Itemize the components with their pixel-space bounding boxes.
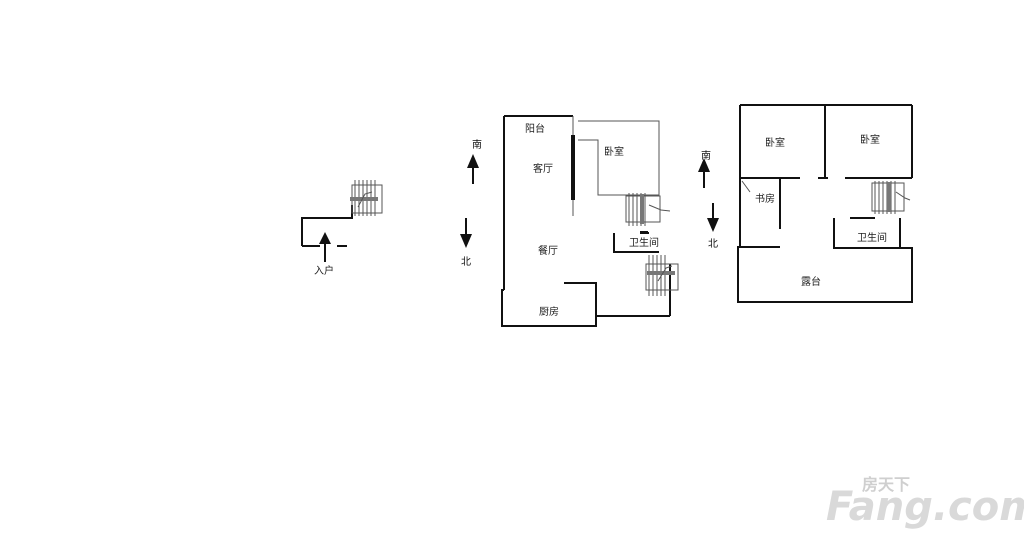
room-label-balcony: 阳台 bbox=[525, 122, 545, 135]
watermark-logo: 房天下 Fang.com bbox=[826, 475, 1024, 530]
floor1-plan: 阳台 客厅 卧室 餐厅 卫生间 厨房 bbox=[501, 115, 679, 327]
watermark-brand: Fang.com bbox=[826, 484, 1024, 530]
arrow-down-icon bbox=[460, 234, 472, 248]
room-label-bedroom-right: 卧室 bbox=[860, 133, 880, 146]
arrow-up-icon bbox=[698, 158, 710, 172]
room-label-bedroom-left: 卧室 bbox=[765, 136, 785, 149]
entrance-plan: 入户 bbox=[301, 180, 383, 277]
compass-north-label: 北 bbox=[461, 256, 471, 268]
entrance-arrow-icon bbox=[319, 232, 331, 262]
compass-south-label: 南 bbox=[472, 138, 482, 151]
compass-north-label: 北 bbox=[708, 238, 718, 250]
room-label-bedroom: 卧室 bbox=[604, 145, 624, 158]
room-label-kitchen: 厨房 bbox=[539, 305, 559, 318]
room-label-terrace: 露台 bbox=[801, 275, 821, 288]
arrow-up-icon bbox=[467, 154, 479, 168]
room-label-dining: 餐厅 bbox=[538, 244, 558, 257]
room-label-bathroom: 卫生间 bbox=[629, 236, 659, 249]
watermark-chinese: 房天下 bbox=[862, 475, 910, 494]
compass-2: 南 北 bbox=[698, 149, 719, 250]
compass-south-label: 南 bbox=[701, 149, 711, 162]
room-label-bathroom: 卫生间 bbox=[857, 231, 887, 244]
floor1-stair-lower bbox=[645, 255, 679, 296]
floor2-plan: 卧室 卧室 书房 卫生间 露台 bbox=[737, 104, 913, 303]
floor2-stair bbox=[871, 181, 911, 214]
compass-1: 南 北 bbox=[460, 138, 482, 268]
arrow-down-icon bbox=[707, 218, 719, 232]
entrance-stair bbox=[350, 180, 383, 216]
room-label-living: 客厅 bbox=[533, 162, 553, 175]
room-label-study: 书房 bbox=[755, 192, 775, 205]
entrance-label: 入户 bbox=[314, 264, 334, 277]
floor1-stair-upper bbox=[625, 193, 671, 226]
